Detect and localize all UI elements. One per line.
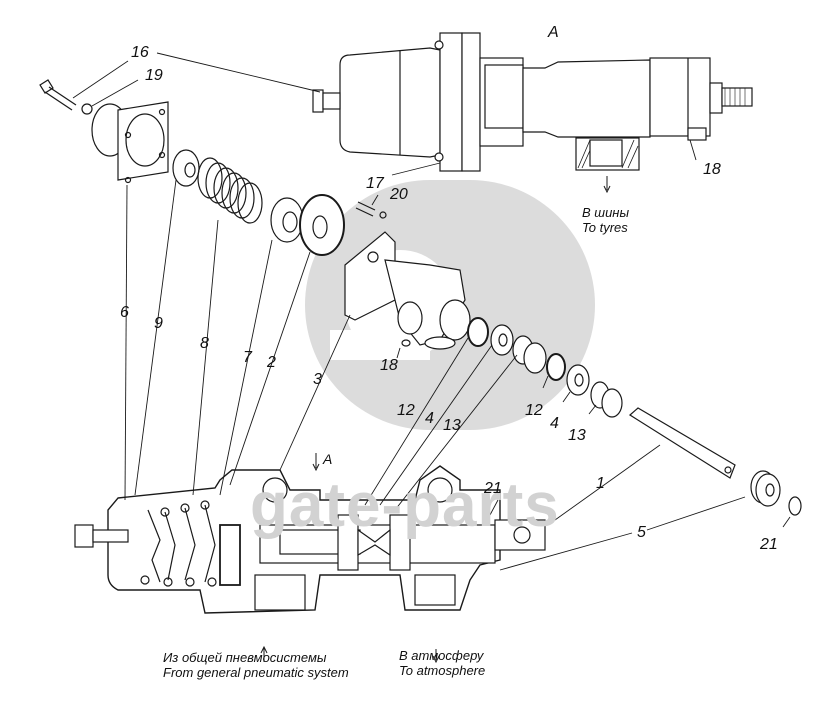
callout-18-top: 18	[703, 161, 721, 178]
callout-12-right: 12	[525, 402, 543, 419]
washer-4b	[566, 364, 590, 396]
flow-arrows	[260, 176, 611, 664]
seal-12a	[467, 317, 489, 347]
callout-2: 2	[267, 354, 276, 371]
callout-20: 20	[390, 186, 408, 203]
callout-3: 3	[313, 371, 322, 388]
body-3	[344, 231, 471, 350]
washer-20	[379, 211, 387, 219]
bolt-16	[39, 79, 77, 111]
caption-to-atmosphere-en: To atmosphere	[399, 663, 486, 678]
callout-13-left: 13	[443, 417, 461, 434]
spring-8	[197, 157, 263, 224]
callout-7: 7	[243, 349, 252, 366]
caption-to-tyres-en: To tyres	[582, 220, 628, 235]
diaphragm-2	[299, 194, 345, 256]
callout-1: 1	[596, 475, 605, 492]
ring-21	[788, 496, 802, 516]
callout-19: 19	[145, 67, 163, 84]
callout-12-left: 12	[397, 402, 415, 419]
callout-13-right: 13	[568, 427, 586, 444]
watermark-text: gate-parts	[250, 471, 560, 540]
caption-to-atmosphere-ru: В атмосферу	[399, 648, 484, 663]
callout-18-body: 18	[380, 357, 398, 374]
nut-19	[81, 103, 93, 115]
caption-to-tyres-ru: В шины	[582, 205, 630, 220]
stem-1	[628, 407, 736, 479]
section-assembly	[74, 465, 546, 614]
caption-from-system-en: From general pneumatic system	[163, 665, 349, 680]
cup-9	[172, 149, 200, 187]
screw-17	[355, 201, 376, 217]
view-label-a: A	[548, 24, 559, 41]
callout-4-right: 4	[550, 415, 559, 432]
washer-7	[270, 197, 304, 243]
callout-16: 16	[131, 44, 149, 61]
seal-12b	[546, 353, 566, 381]
assembly-view-a	[312, 32, 753, 172]
callout-21-section: 21	[484, 480, 502, 497]
cover-6	[91, 101, 169, 184]
caption-from-system: Из общей пневмосистемы From general pneu…	[163, 650, 349, 680]
nut-5	[750, 470, 781, 507]
washer-4a	[490, 324, 514, 356]
section-arrow-label: A	[323, 451, 333, 467]
leader-lines	[72, 52, 791, 571]
callout-5: 5	[637, 524, 646, 541]
caption-to-tyres: В шины To tyres	[582, 205, 629, 235]
caption-to-atmosphere: В атмосферу To atmosphere	[399, 648, 485, 678]
bushing-13a	[512, 335, 547, 374]
callout-8: 8	[200, 335, 209, 352]
callout-21-part: 21	[760, 536, 778, 553]
callout-9: 9	[154, 315, 163, 332]
callout-17: 17	[366, 175, 384, 192]
callout-4-left: 4	[425, 410, 434, 427]
caption-from-system-ru: Из общей пневмосистемы	[163, 650, 327, 665]
callout-6: 6	[120, 304, 129, 321]
bushing-13b	[590, 381, 623, 418]
plug-18	[401, 339, 411, 347]
